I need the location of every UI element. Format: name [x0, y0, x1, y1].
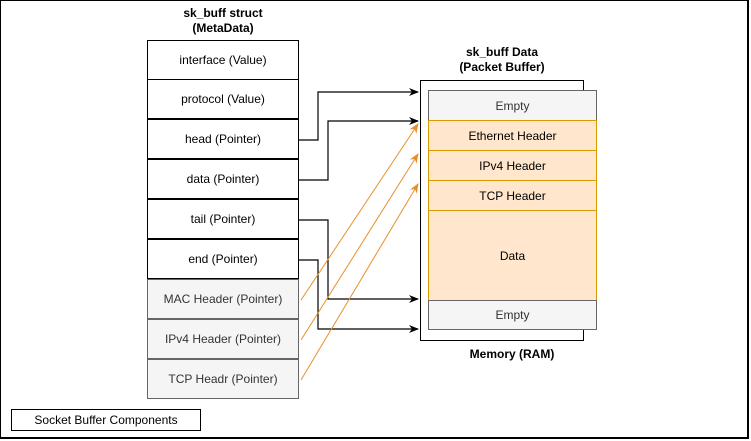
buffer-title-line1: sk_buff Data	[465, 45, 539, 59]
field-label: TCP Headr (Pointer)	[168, 372, 278, 386]
field-mac-header-pointer[interactable]: MAC Header (Pointer)	[147, 279, 299, 319]
segment-label: Ethernet Header	[468, 128, 557, 143]
arrow-tcp-to-tcp	[300, 183, 419, 381]
field-end-pointer[interactable]: end (Pointer)	[147, 239, 299, 279]
field-protocol[interactable]: protocol (Value)	[147, 79, 299, 119]
field-ipv4-header-pointer[interactable]: IPv4 Header (Pointer)	[147, 319, 299, 359]
segment-ipv4-header[interactable]: IPv4 Header	[428, 150, 597, 181]
arrow-data-to-ethernet	[299, 117, 419, 181]
field-label: end (Pointer)	[188, 252, 258, 266]
struct-title-line1: sk_buff struct	[183, 6, 263, 20]
segment-empty-bottom[interactable]: Empty	[428, 300, 597, 330]
field-label: protocol (Value)	[181, 92, 265, 106]
segment-label: Empty	[495, 98, 530, 113]
segment-label: IPv4 Header	[479, 158, 546, 173]
segment-label: Data	[499, 248, 526, 263]
field-label: data (Pointer)	[186, 172, 260, 186]
buffer-title: sk_buff Data (Packet Buffer)	[420, 45, 584, 75]
memory-label: Memory (RAM)	[469, 347, 555, 361]
arrow-head-to-empty-top	[299, 88, 419, 141]
legend-label: Socket Buffer Components	[34, 413, 178, 427]
legend-box: Socket Buffer Components	[11, 409, 201, 431]
field-tail-pointer[interactable]: tail (Pointer)	[147, 199, 299, 239]
arrow-end-to-buffer-end	[299, 259, 419, 333]
field-tcp-header-pointer[interactable]: TCP Headr (Pointer)	[147, 359, 299, 399]
field-label: interface (Value)	[179, 53, 267, 67]
field-interface[interactable]: interface (Value)	[147, 40, 299, 80]
struct-title: sk_buff struct (MetaData)	[147, 6, 299, 36]
segment-ethernet-header[interactable]: Ethernet Header	[428, 120, 597, 151]
buffer-title-line2: (Packet Buffer)	[459, 60, 545, 74]
segment-label: TCP Header	[479, 188, 546, 203]
field-head-pointer[interactable]: head (Pointer)	[147, 119, 299, 159]
segment-data[interactable]: Data	[428, 210, 597, 301]
struct-title-line2: (MetaData)	[192, 21, 254, 35]
arrow-mac-to-ethernet	[300, 123, 419, 301]
field-data-pointer[interactable]: data (Pointer)	[147, 159, 299, 199]
field-label: IPv4 Header (Pointer)	[164, 332, 282, 346]
field-label: tail (Pointer)	[190, 212, 256, 226]
arrow-ipv4-to-ipv4	[300, 153, 419, 341]
field-label: MAC Header (Pointer)	[163, 292, 283, 306]
segment-label: Empty	[495, 308, 530, 322]
field-label: head (Pointer)	[184, 132, 262, 146]
